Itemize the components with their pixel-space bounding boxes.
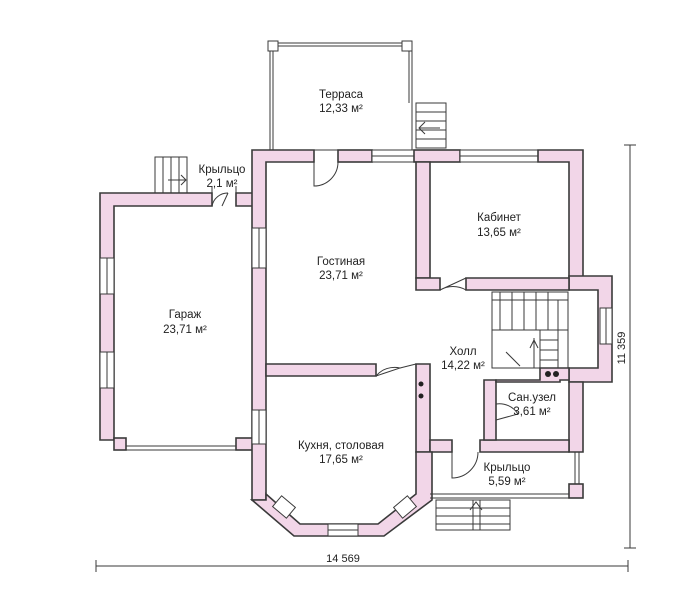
porch-right-steps <box>430 493 569 531</box>
porch-right-area: 5,59 м² <box>488 476 525 488</box>
kitchen-name: Кухня, столовая <box>298 440 384 452</box>
kitchen-area: 17,65 м² <box>319 454 363 466</box>
bathroom-area: 3,61 м² <box>513 406 550 418</box>
garage-area: 23,71 м² <box>163 324 207 336</box>
hall-area: 14,22 м² <box>441 360 485 372</box>
width-dimension: 14 569 <box>326 553 360 565</box>
interior-walls <box>249 161 570 537</box>
garage-name: Гараж <box>169 309 202 321</box>
terrace-area: 12,33 м² <box>319 103 363 115</box>
doors <box>211 161 519 479</box>
porch-left-name: Крыльцо <box>199 164 246 176</box>
living-area: 23,71 м² <box>319 270 363 282</box>
terrace-name: Терраса <box>319 89 364 101</box>
height-dimension: 11 359 <box>616 332 628 365</box>
hall-name: Холл <box>449 346 476 358</box>
main-walls <box>251 149 613 501</box>
living-name: Гостиная <box>317 256 365 268</box>
dimension-lines <box>95 144 636 572</box>
porch-left <box>154 156 188 194</box>
staircase <box>418 291 569 399</box>
porch-left-area: 2,1 м² <box>207 178 238 190</box>
cabinet-area: 13,65 м² <box>477 227 521 239</box>
cabinet-name: Кабинет <box>477 212 521 224</box>
porch-right-name: Крыльцо <box>484 462 531 474</box>
bathroom-name: Сан.узел <box>508 392 556 404</box>
